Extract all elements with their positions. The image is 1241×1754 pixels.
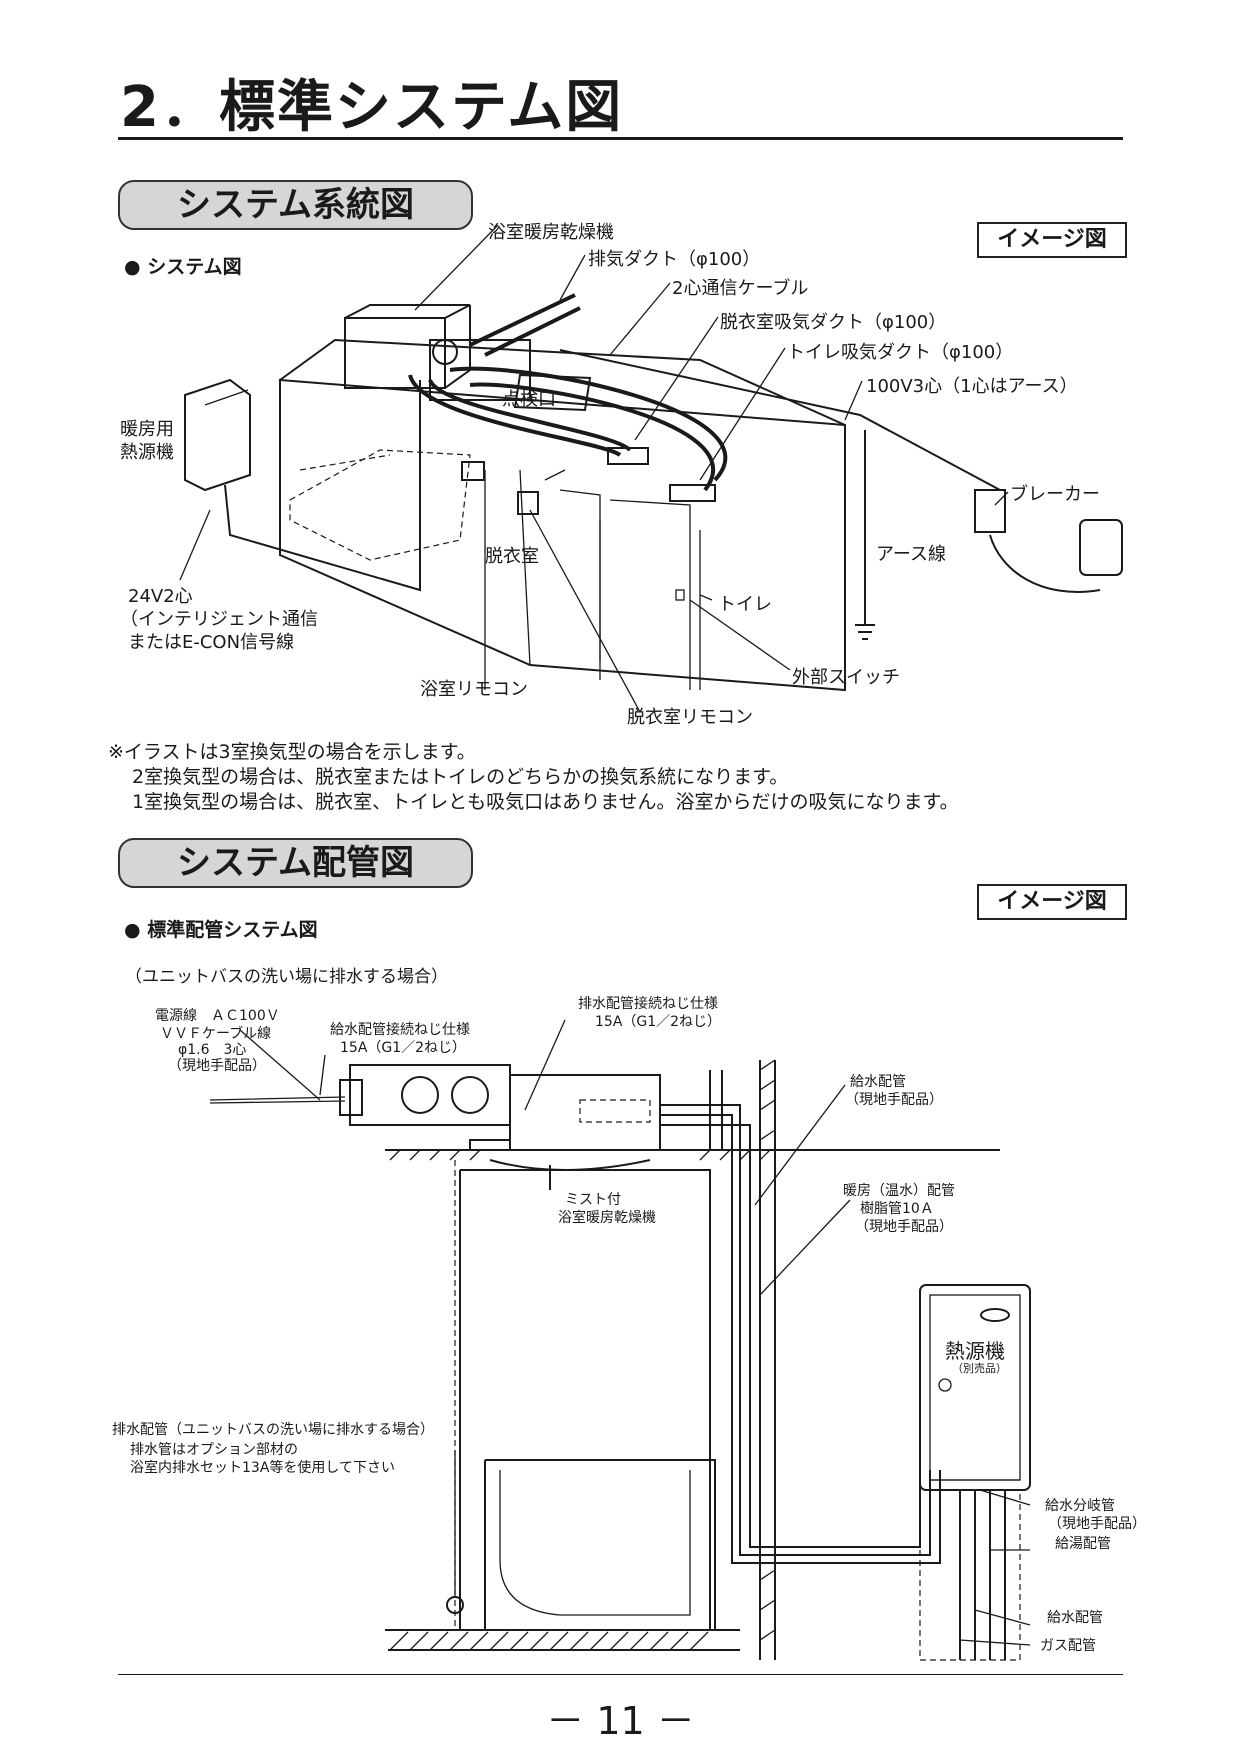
- section-tab-system-diagram: システム系統図: [118, 180, 473, 230]
- label-water-supply: 給水配管: [1047, 1610, 1103, 1626]
- label-toilet: トイレ: [718, 594, 772, 615]
- label-ext-switch: 外部スイッチ: [792, 667, 900, 688]
- label-drain-pipe-2: 排水管はオプション部材の: [130, 1442, 298, 1458]
- label-bath-dryer: 浴室暖房乾燥機: [488, 222, 614, 243]
- label-comm-cable: 2心通信ケーブル: [672, 278, 809, 299]
- label-dressing-room: 脱衣室: [485, 546, 539, 567]
- subhead-system: ● システム図: [124, 256, 242, 278]
- footer-rule: [118, 1674, 1123, 1675]
- label-wire-2: （インテリジェント通信: [120, 609, 318, 630]
- title-rule: [118, 137, 1123, 140]
- label-power-4: （現地手配品）: [168, 1058, 266, 1074]
- label-mist-1: ミスト付: [565, 1192, 621, 1208]
- label-branch-1: 給水分岐管: [1045, 1498, 1115, 1514]
- label-inspection: 点検口: [502, 389, 556, 410]
- label-drain-pipe-1: 排水配管（ユニットバスの洗い場に排水する場合）: [112, 1422, 434, 1438]
- label-drain-pipe-3: 浴室内排水セット13A等を使用して下さい: [130, 1460, 395, 1476]
- label-branch-2: （現地手配品）: [1048, 1516, 1146, 1532]
- subhead-piping: ● 標準配管システム図: [124, 919, 318, 941]
- label-power-cable: 100V3心（1心はアース）: [866, 376, 1078, 397]
- label-supply-conn-2: 15A（G1／2ねじ）: [340, 1040, 467, 1056]
- label-supply-conn-1: 給水配管接続ねじ仕様: [330, 1022, 470, 1038]
- label-heat-source-1: 暖房用: [120, 419, 174, 440]
- label-toilet-intake: トイレ吸気ダクト（φ100）: [787, 342, 1014, 363]
- label-drain-conn-1: 排水配管接続ねじ仕様: [578, 996, 718, 1012]
- label-drain-conn-2: 15A（G1／2ねじ）: [595, 1014, 722, 1030]
- page-number: － 11 －: [546, 1699, 695, 1743]
- page-title: 2．標準システム図: [120, 75, 624, 140]
- label-wire-1: 24V2心: [128, 586, 193, 607]
- label-dressing-remote: 脱衣室リモコン: [627, 707, 753, 728]
- note-line-1: ※イラストは3室換気型の場合を示します。: [108, 741, 476, 763]
- label-heating-1: 暖房（温水）配管: [843, 1183, 955, 1199]
- label-heat-source: 熱源機: [945, 1339, 1005, 1363]
- label-heat-source-2: 熱源機: [120, 442, 174, 463]
- image-badge-2: イメージ図: [977, 884, 1127, 920]
- section-tab-piping-diagram: システム配管図: [118, 838, 473, 888]
- label-exhaust-duct: 排気ダクト（φ100）: [588, 249, 761, 270]
- label-wire-3: またはE-CON信号線: [128, 632, 295, 653]
- label-breaker: ブレーカー: [1010, 484, 1100, 505]
- label-heating-2: 樹脂管10Ａ: [860, 1201, 934, 1217]
- label-mist-2: 浴室暖房乾燥機: [558, 1210, 656, 1226]
- label-power-3: φ1.6 3心: [178, 1042, 247, 1058]
- label-gas: ガス配管: [1040, 1638, 1096, 1654]
- note-line-3: 1室換気型の場合は、脱衣室、トイレとも吸気口はありません。浴室からだけの吸気にな…: [132, 791, 959, 813]
- label-heating-3: （現地手配品）: [855, 1219, 953, 1235]
- label-earth-wire: アース線: [876, 544, 947, 565]
- label-supply-pipe-1: 給水配管: [850, 1074, 906, 1090]
- label-dressing-intake: 脱衣室吸気ダクト（φ100）: [720, 312, 947, 333]
- label-sold-separately: （別売品）: [952, 1362, 1007, 1375]
- label-hot-water: 給湯配管: [1055, 1536, 1111, 1552]
- label-supply-pipe-2: （現地手配品）: [845, 1092, 943, 1108]
- piping-caption: （ユニットバスの洗い場に排水する場合）: [125, 967, 448, 987]
- label-power-2: ＶＶＦケーブル線: [160, 1026, 272, 1042]
- label-bath-remote: 浴室リモコン: [420, 679, 528, 700]
- image-badge-1: イメージ図: [977, 222, 1127, 258]
- note-line-2: 2室換気型の場合は、脱衣室またはトイレのどちらかの換気系統になります。: [132, 766, 789, 788]
- label-power-1: 電源線 ＡＣ100Ｖ: [155, 1008, 280, 1024]
